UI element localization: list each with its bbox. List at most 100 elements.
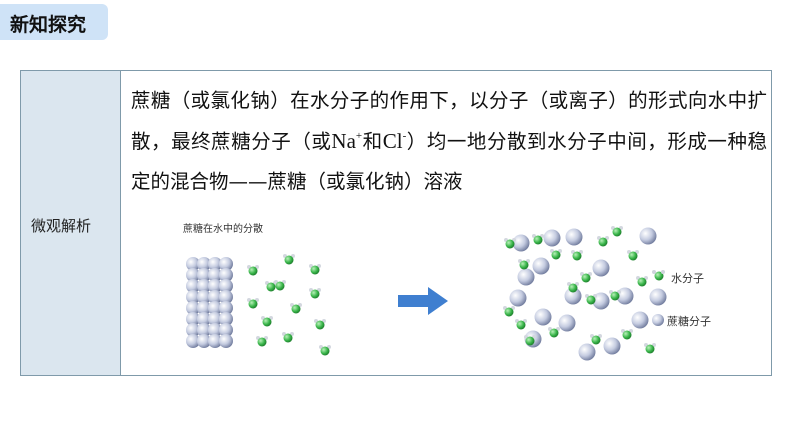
water-molecule (532, 234, 544, 245)
water-molecule (627, 250, 639, 261)
sugar-molecule (208, 334, 222, 348)
oxygen-atom (533, 235, 543, 245)
sugar-molecule (208, 290, 222, 304)
oxygen-atom (275, 281, 285, 291)
oxygen-atom (248, 266, 258, 276)
legend-water-label: 水分子 (671, 272, 704, 285)
sugar-molecule (219, 312, 233, 326)
row-label-cell: 微观解析 (21, 71, 121, 375)
sugar-molecule (186, 257, 200, 271)
sugar-molecule (512, 234, 530, 252)
water-molecule (644, 343, 656, 354)
sugar-molecule (564, 287, 582, 305)
water-molecule (309, 288, 321, 299)
oxygen-atom (637, 277, 647, 287)
sugar-molecule (219, 290, 233, 304)
oxygen-atom (262, 317, 272, 327)
sugar-molecule (578, 343, 596, 361)
oxygen-atom (645, 344, 655, 354)
oxygen-atom (516, 320, 526, 330)
water-molecule (256, 336, 268, 347)
oxygen-atom (610, 291, 620, 301)
sugar-molecule (208, 312, 222, 326)
water-molecule (282, 332, 294, 343)
water-molecule (585, 294, 597, 305)
oxygen-atom (283, 333, 293, 343)
sugar-molecule (517, 268, 535, 286)
sugar-molecule (197, 312, 211, 326)
sugar-molecule (534, 308, 552, 326)
row-label: 微观解析 (31, 217, 92, 235)
sugar-molecule (186, 290, 200, 304)
water-molecule (621, 329, 633, 340)
sodium-charge: + (355, 129, 363, 142)
water-molecules-before (247, 254, 331, 356)
water-molecule (524, 335, 536, 346)
sugar-molecule (208, 279, 222, 293)
sugar-molecule (592, 259, 610, 277)
water-molecule (636, 276, 648, 287)
oxygen-atom (310, 289, 320, 299)
sugar-molecule (219, 301, 233, 315)
oxygen-atom (519, 260, 529, 270)
sugar-molecule (565, 228, 583, 246)
legend-water-icon (652, 270, 665, 281)
water-molecule (261, 316, 273, 327)
sugar-molecule (197, 279, 211, 293)
water-molecule (504, 238, 516, 249)
sugar-molecule (532, 257, 550, 275)
water-molecule (550, 249, 562, 260)
oxygen-atom (622, 330, 632, 340)
paragraph-part-1: 蔗糖（或氯化钠）在水分子的作用下，以分子（或离子）的形式向水中扩散，最终蔗糖分子… (131, 89, 767, 153)
water-molecule (247, 298, 259, 309)
sugar-molecule (197, 301, 211, 315)
sugar-molecule (219, 279, 233, 293)
sugar-molecule (197, 323, 211, 337)
figure-caption: 蔗糖在水中的分散 (183, 224, 263, 235)
water-molecule (309, 264, 321, 275)
oxygen-atom (310, 265, 320, 275)
water-molecule (319, 345, 331, 356)
and-word: 和 (362, 130, 383, 153)
water-molecule (580, 272, 592, 283)
sugar-molecule (186, 323, 200, 337)
sugar-molecule (649, 288, 667, 306)
water-molecule (283, 254, 295, 265)
oxygen-atom (504, 307, 514, 317)
water-molecule (571, 250, 583, 261)
sugar-molecule (208, 323, 222, 337)
sugar-molecule (219, 323, 233, 337)
water-molecule (515, 319, 527, 330)
sodium-symbol: Na (331, 129, 356, 153)
sugar-molecule (208, 268, 222, 282)
sugar-molecule (509, 289, 527, 307)
oxygen-atom (315, 320, 325, 330)
oxygen-atom (248, 299, 258, 309)
oxygen-atom (525, 336, 535, 346)
water-molecule (247, 265, 259, 276)
sugar-molecule (197, 268, 211, 282)
oxygen-atom (257, 337, 267, 347)
sugar-molecule (558, 314, 576, 332)
sugar-molecule (543, 229, 561, 247)
oxygen-atom (581, 273, 591, 283)
oxygen-atom (291, 304, 301, 314)
sugar-crystal (186, 257, 233, 348)
oxygen-atom (598, 237, 608, 247)
oxygen-atom (551, 250, 561, 260)
oxygen-atom (320, 346, 330, 356)
legend-sugar-label: 蔗糖分子 (667, 315, 711, 328)
oxygen-atom (591, 335, 601, 345)
chloride-charge: - (402, 129, 407, 142)
sugar-molecule (186, 301, 200, 315)
water-molecule (590, 334, 602, 345)
water-molecule (597, 236, 609, 247)
sugar-molecule (186, 279, 200, 293)
oxygen-atom (628, 251, 638, 261)
water-molecule (290, 303, 302, 314)
sugar-molecule (219, 268, 233, 282)
arrow-icon (398, 287, 448, 315)
solution-molecules (503, 226, 667, 361)
oxygen-atom (586, 295, 596, 305)
